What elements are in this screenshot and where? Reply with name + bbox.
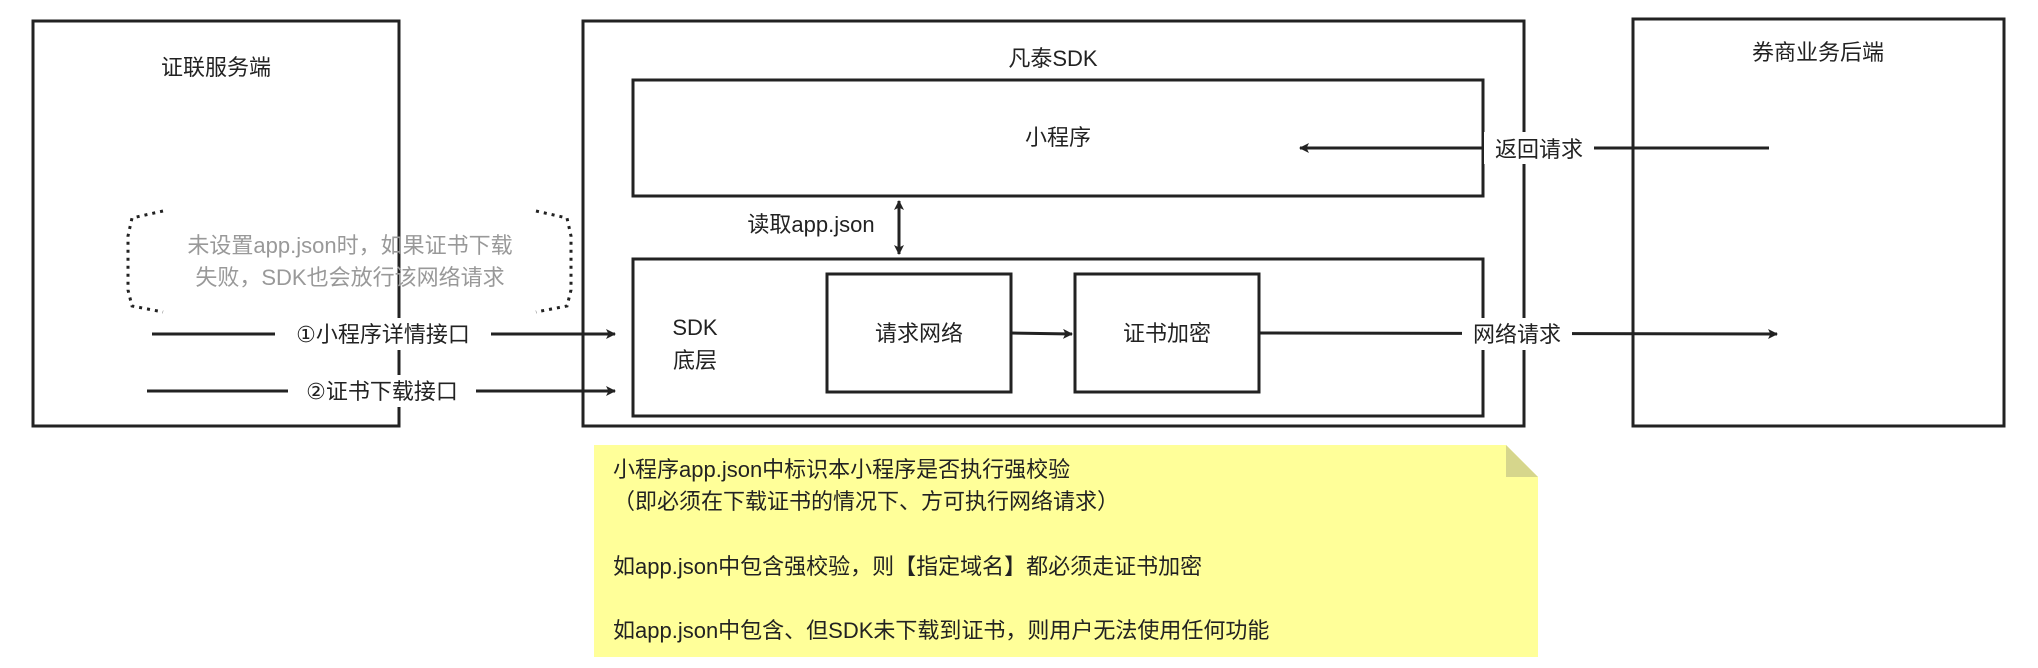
zhenglian-server-label: 证联服务端 bbox=[161, 55, 271, 80]
broker-backend-box bbox=[1631, 17, 2006, 428]
note-line1: 小程序app.json中标识本小程序是否执行强校验 bbox=[613, 457, 1070, 482]
note-line4: 如app.json中包含、但SDK未下载到证书，则用户无法使用任何功能 bbox=[613, 618, 1269, 643]
sdk-bottom-label-line2: 底层 bbox=[673, 348, 717, 373]
broker-backend-label: 券商业务后端 bbox=[1752, 40, 1884, 65]
request-network-label: 请求网络 bbox=[875, 321, 963, 346]
miniprogram-label: 小程序 bbox=[1025, 125, 1091, 150]
note-line2: （即必须在下载证书的情况下、方可执行网络请求） bbox=[613, 489, 1119, 514]
sticky-note-fold bbox=[1506, 445, 1538, 477]
sdk-bottom-layer-box bbox=[631, 257, 1485, 418]
cert-download-api-label: ②证书下载接口 bbox=[306, 379, 458, 404]
request-to-encrypt-arrow bbox=[1010, 328, 1073, 339]
cert-download-api-label-bg bbox=[288, 375, 476, 407]
miniprogram-box bbox=[631, 78, 1485, 198]
network-request-label-bg bbox=[1462, 318, 1572, 350]
fantai-sdk-label: 凡泰SDK bbox=[1008, 46, 1098, 71]
annotation-bracket-left bbox=[126, 209, 164, 314]
return-request-label-bg bbox=[1484, 132, 1594, 164]
annotation-text-line2: 失败，SDK也会放行该网络请求 bbox=[195, 265, 504, 290]
cert-encrypt-label: 证书加密 bbox=[1123, 321, 1211, 346]
annotation-text-line1: 未设置app.json时，如果证书下载 bbox=[187, 233, 512, 258]
note-line3: 如app.json中包含强校验，则【指定域名】都必须走证书加密 bbox=[613, 554, 1202, 579]
fantai-sdk-box bbox=[581, 19, 1526, 428]
zhenglian-server-box bbox=[31, 19, 401, 428]
network-request-label: 网络请求 bbox=[1473, 322, 1561, 347]
annotation-bracket-right bbox=[535, 209, 573, 314]
detail-api-label: ①小程序详情接口 bbox=[296, 322, 470, 347]
return-request-label: 返回请求 bbox=[1495, 137, 1583, 162]
detail-api-label-bg bbox=[275, 318, 491, 350]
read-appjson-label: 读取app.json bbox=[747, 212, 874, 237]
sticky-note bbox=[594, 445, 1538, 657]
sdk-bottom-label-line1: SDK bbox=[672, 315, 718, 340]
